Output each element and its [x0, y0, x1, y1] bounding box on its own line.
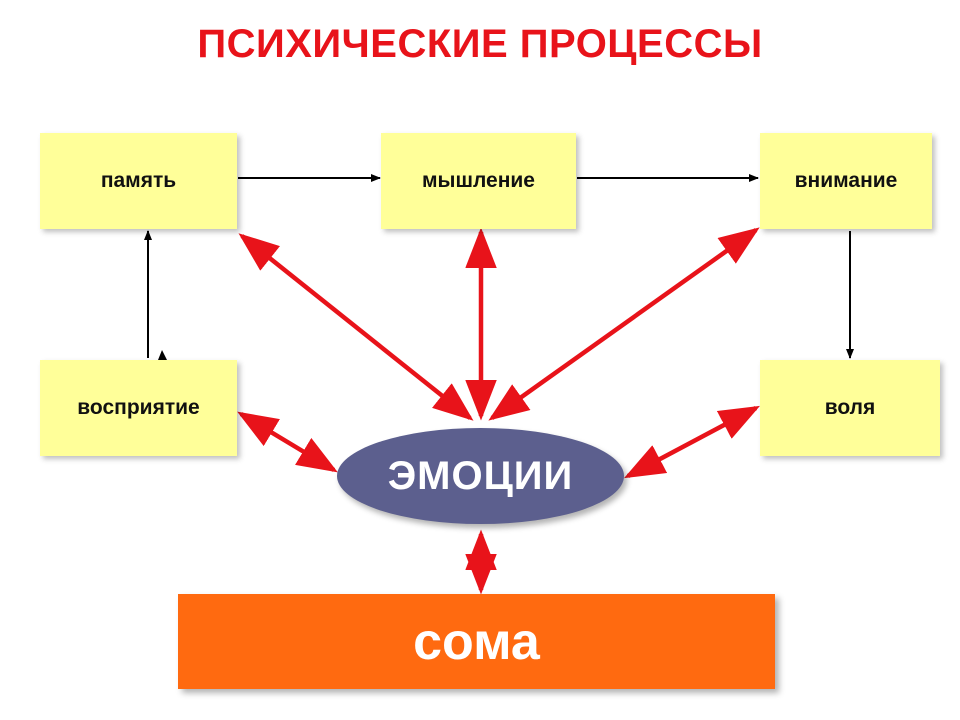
arrow-emotsii-vnimanie	[488, 227, 760, 421]
node-vnimanie: внимание	[760, 133, 932, 229]
node-vospriyatie: восприятие	[40, 360, 237, 456]
diagram-title: ПСИХИЧЕСКИЕ ПРОЦЕССЫ	[197, 22, 763, 66]
arrow-emotsii-vospriyatie	[237, 411, 338, 473]
node-soma: сома	[178, 594, 775, 689]
node-emotsii: ЭМОЦИИ	[337, 428, 624, 524]
small-arrow-tick	[158, 350, 168, 362]
node-volya: воля	[760, 360, 940, 456]
arrow-emotsii-volya	[624, 405, 760, 479]
node-pamyat: память	[40, 133, 237, 229]
node-myshlenie: мышление	[381, 133, 576, 229]
arrow-emotsii-pamyat	[238, 233, 474, 421]
